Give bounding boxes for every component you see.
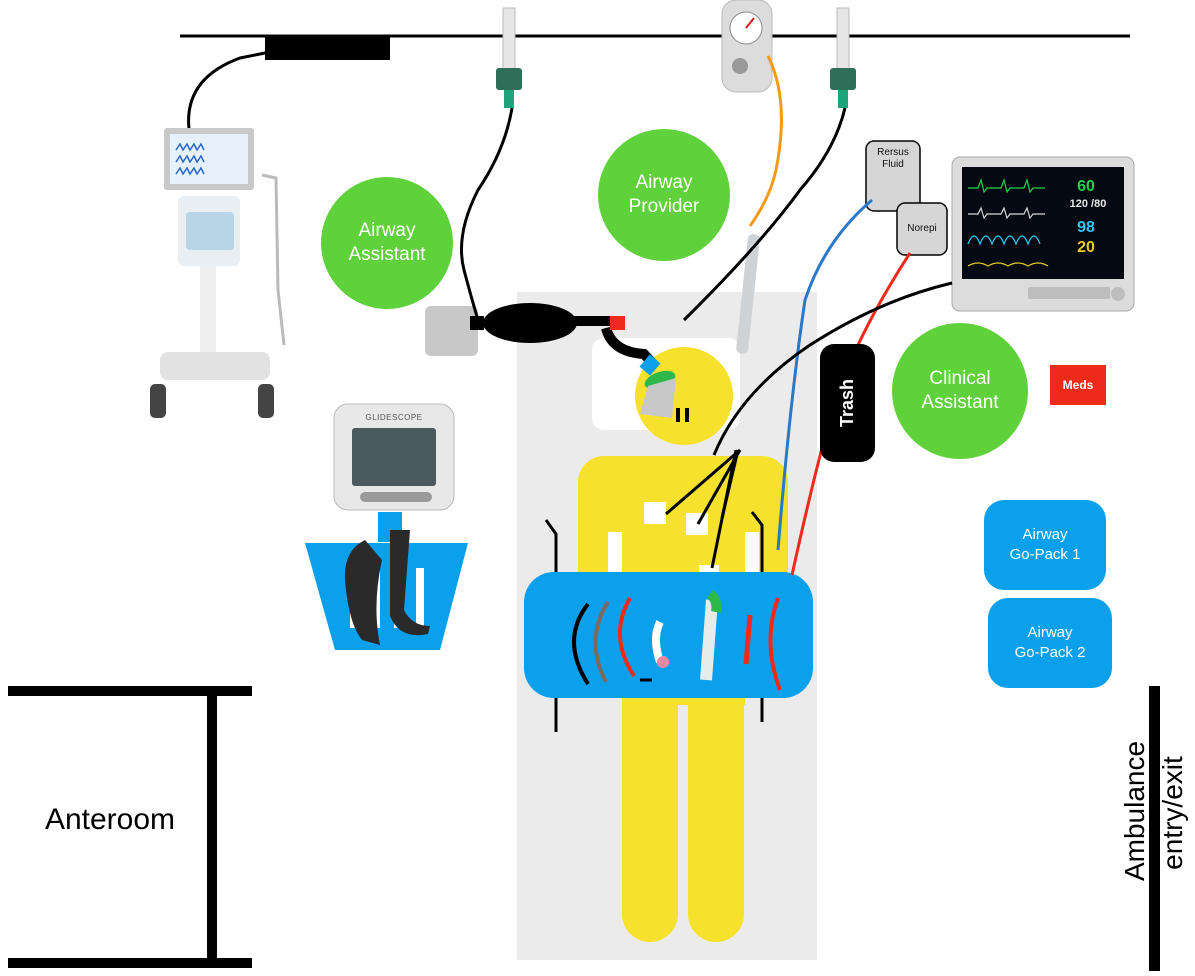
norepi-label: Norepi bbox=[907, 223, 937, 234]
oxygen-tubing-left bbox=[459, 107, 514, 321]
airway-go-pack-1-label: Airway Go-Pack 1 bbox=[1009, 526, 1081, 563]
oxygen-reservoir bbox=[425, 306, 478, 356]
rersus-fluid-label: Rersus Fluid bbox=[877, 147, 909, 170]
airway-tray bbox=[524, 572, 813, 698]
anteroom-walls bbox=[8, 686, 252, 968]
airway-assistant-circle bbox=[321, 177, 453, 309]
suction-regulator bbox=[721, 0, 773, 93]
monitor-bp: 120 /80 bbox=[1069, 198, 1107, 210]
anteroom-label: Anteroom bbox=[44, 803, 176, 836]
clinical-assistant-label: Clinical Assistant bbox=[921, 368, 999, 413]
flowmeter-left bbox=[496, 7, 522, 108]
meds-label: Meds bbox=[1062, 378, 1094, 392]
airway-assistant-label: Airway Assistant bbox=[348, 220, 426, 265]
ecg-cable bbox=[712, 281, 953, 456]
airway-provider-circle bbox=[598, 129, 730, 261]
norepi-bag bbox=[896, 202, 948, 256]
rersus-fluid-bag bbox=[865, 140, 921, 212]
ambulance-label-line1: Ambulance bbox=[1119, 740, 1150, 882]
trash-bin bbox=[820, 344, 875, 462]
meds-box bbox=[1050, 365, 1106, 405]
ambulance-door-wall bbox=[1149, 686, 1160, 971]
fluid-line bbox=[776, 198, 873, 551]
glidescope-brand: GLIDESCOPE bbox=[365, 412, 423, 422]
monitor-spo2: 98 bbox=[1077, 219, 1095, 236]
glidescope bbox=[333, 403, 455, 511]
suction-tubing bbox=[748, 55, 783, 227]
electrode bbox=[686, 513, 708, 535]
clinical-assistant-circle bbox=[892, 323, 1028, 459]
rail-mount bbox=[265, 36, 390, 60]
ambulance-label-line2: entry/exit bbox=[1157, 756, 1188, 870]
trash-label: Trash bbox=[836, 378, 857, 428]
airway-go-pack-1[interactable] bbox=[984, 500, 1106, 590]
monitor-rr: 20 bbox=[1077, 239, 1095, 256]
bag-valve-mask bbox=[470, 303, 676, 418]
airway-provider-label: Airway Provider bbox=[628, 172, 700, 217]
ventilator bbox=[150, 50, 286, 418]
yankauer bbox=[736, 234, 760, 354]
monitor-hr: 60 bbox=[1077, 178, 1095, 195]
airway-go-pack-2-label: Airway Go-Pack 2 bbox=[1014, 624, 1086, 661]
video-laryngoscope-basket bbox=[305, 512, 468, 650]
tray-contents bbox=[572, 590, 782, 691]
ecg-leads bbox=[665, 448, 742, 569]
oxygen-tubing-right bbox=[682, 107, 847, 322]
patient-monitor bbox=[951, 156, 1135, 312]
airway-go-pack-2[interactable] bbox=[988, 598, 1112, 688]
flowmeter-right bbox=[830, 7, 856, 108]
electrode bbox=[644, 502, 666, 524]
